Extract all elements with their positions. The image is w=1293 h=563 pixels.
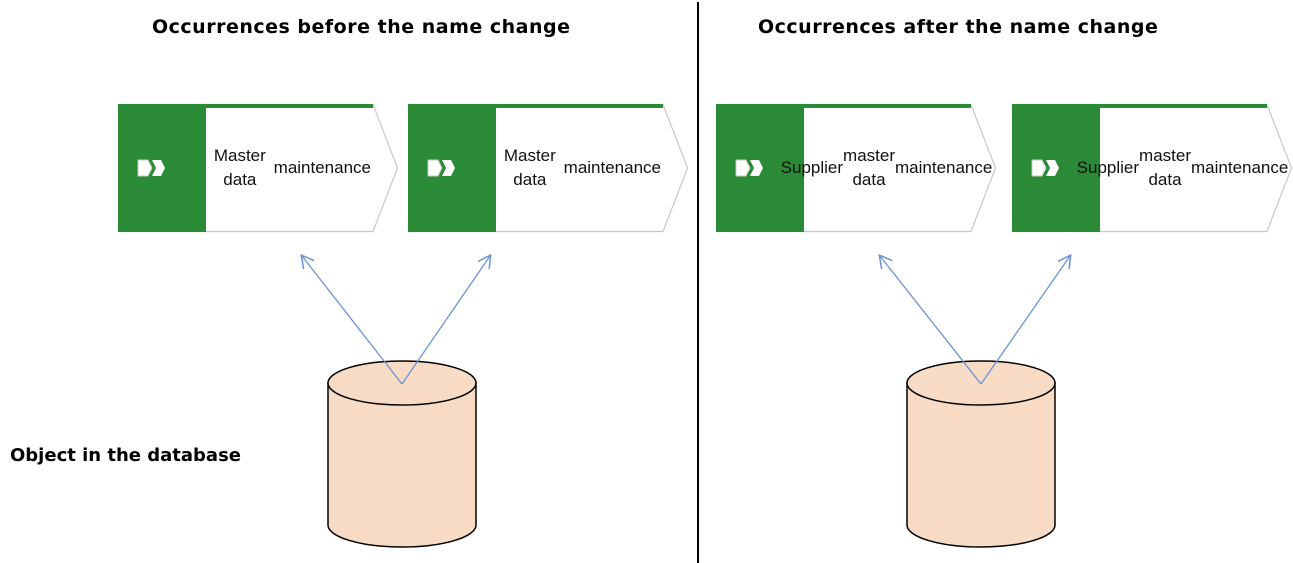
heading-after: Occurrences after the name change: [758, 16, 1159, 38]
function-shape[interactable]: Master data maintenance: [117, 103, 399, 233]
database-cylinder-icon[interactable]: [906, 360, 1056, 548]
double-chevron-icon: [735, 159, 763, 177]
double-chevron-icon: [137, 159, 165, 177]
arrow-icon: [980, 256, 1070, 385]
function-label: Master data maintenance: [496, 104, 661, 232]
function-shape[interactable]: Master data maintenance: [407, 103, 689, 233]
function-label-line: Supplier: [780, 158, 844, 178]
function-label: Master data maintenance: [206, 104, 371, 232]
arrow-icon: [302, 256, 403, 385]
function-label-line: Master data: [503, 146, 556, 189]
function-label-line: maintenance: [273, 158, 371, 178]
function-label-line: maintenance: [563, 158, 661, 178]
heading-before: Occurrences before the name change: [152, 16, 571, 38]
function-label-line: Supplier: [1076, 158, 1140, 178]
function-label-line: master data: [843, 146, 895, 189]
function-shape-outline: [715, 103, 997, 233]
function-label-line: maintenance: [895, 158, 993, 178]
arrow-icon: [880, 256, 982, 385]
function-shape-outline: [407, 103, 689, 233]
double-chevron-icon: [1031, 159, 1059, 177]
arrow-icon: [401, 256, 490, 385]
function-shape-outline: [1011, 103, 1293, 233]
double-chevron-icon: [427, 159, 455, 177]
function-label-line: Master data: [213, 146, 266, 189]
section-divider: [697, 2, 699, 563]
database-label: Object in the database: [10, 445, 241, 466]
function-label-line: maintenance: [1191, 158, 1289, 178]
function-label-line: master data: [1139, 146, 1191, 189]
function-shape-outline: [117, 103, 399, 233]
database-cylinder-icon[interactable]: [327, 360, 477, 548]
